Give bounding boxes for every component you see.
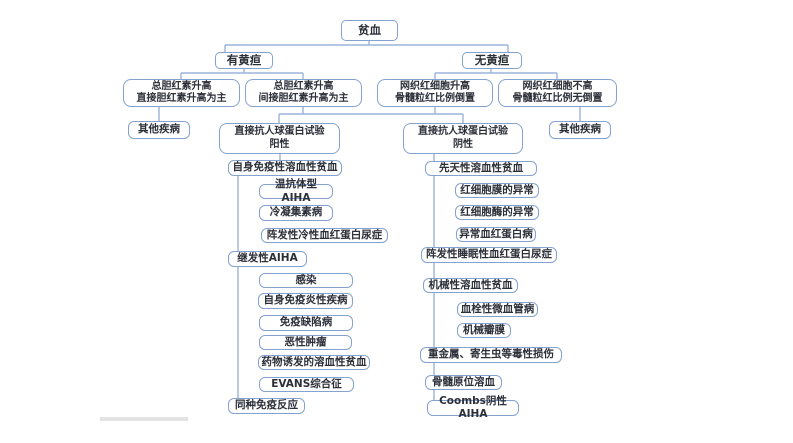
node-evans-syndrome: EVANS综合征 <box>259 377 354 392</box>
node-autoimmune-ha: 自身免疫性溶血性贫血 <box>228 160 342 176</box>
bottom-edge-artifact <box>100 417 188 421</box>
node-tbil-indirect: 总胆红素升高 间接胆红素升高为主 <box>245 79 362 107</box>
connector-path <box>158 41 581 400</box>
node-drug-induced-ha: 药物诱发的溶血性贫血 <box>258 355 370 370</box>
node-secondary-aiha: 继发性AIHA <box>228 251 307 267</box>
node-tma: 血栓性微血管病 <box>457 302 538 317</box>
node-pnh: 阵发性睡眠性血红蛋白尿症 <box>421 247 557 263</box>
node-tbil-direct: 总胆红素升高 直接胆红素升高为主 <box>123 79 240 107</box>
node-marrow-insitu-hemolysis: 骨髓原位溶血 <box>425 375 502 390</box>
node-cold-agglutinin: 冷凝集素病 <box>259 205 333 221</box>
node-rbc-enzyme-abnormal: 红细胞酶的异常 <box>455 205 539 220</box>
node-dat-positive: 直接抗人球蛋白试验 阳性 <box>219 123 340 154</box>
node-other-disease-left: 其他疾病 <box>128 121 190 139</box>
node-pch: 阵发性冷性血红蛋白尿症 <box>261 228 388 243</box>
node-congenital-ha: 先天性溶血性贫血 <box>425 161 537 176</box>
node-malignancy: 恶性肿瘤 <box>259 335 352 350</box>
node-autoimmune-inflammatory: 自身免疫炎性疾病 <box>258 293 353 309</box>
node-coombs-negative-aiha: Coombs阴性AIHA <box>427 395 519 420</box>
node-infection: 感染 <box>259 273 353 288</box>
node-other-disease-right: 其他疾病 <box>549 121 611 139</box>
node-mechanical-valve: 机械瓣膜 <box>457 323 511 338</box>
node-rbc-membrane-abnormal: 红细胞膜的异常 <box>455 183 539 198</box>
node-warm-aiha: 温抗体型AIHA <box>259 178 333 204</box>
node-retic-high: 网织红细胞升高 骨髓粒红比例倒置 <box>377 79 493 107</box>
node-immunodeficiency: 免疫缺陷病 <box>259 315 353 331</box>
node-jaundice-no: 无黄疸 <box>462 52 522 69</box>
node-retic-normal: 网织红细胞不高 骨髓粒红比例无倒置 <box>498 79 617 107</box>
node-alloimmune-reaction: 同种免疫反应 <box>228 398 305 414</box>
node-mechanical-ha: 机械性溶血性贫血 <box>423 278 518 293</box>
node-jaundice-yes: 有黄疸 <box>215 52 273 69</box>
node-dat-negative: 直接抗人球蛋白试验 阴性 <box>403 123 523 154</box>
node-root: 贫血 <box>341 20 398 41</box>
node-toxic-injury: 重金属、寄生虫等毒性损伤 <box>420 347 562 363</box>
node-hemoglobinopathy: 异常血红蛋白病 <box>456 227 536 242</box>
